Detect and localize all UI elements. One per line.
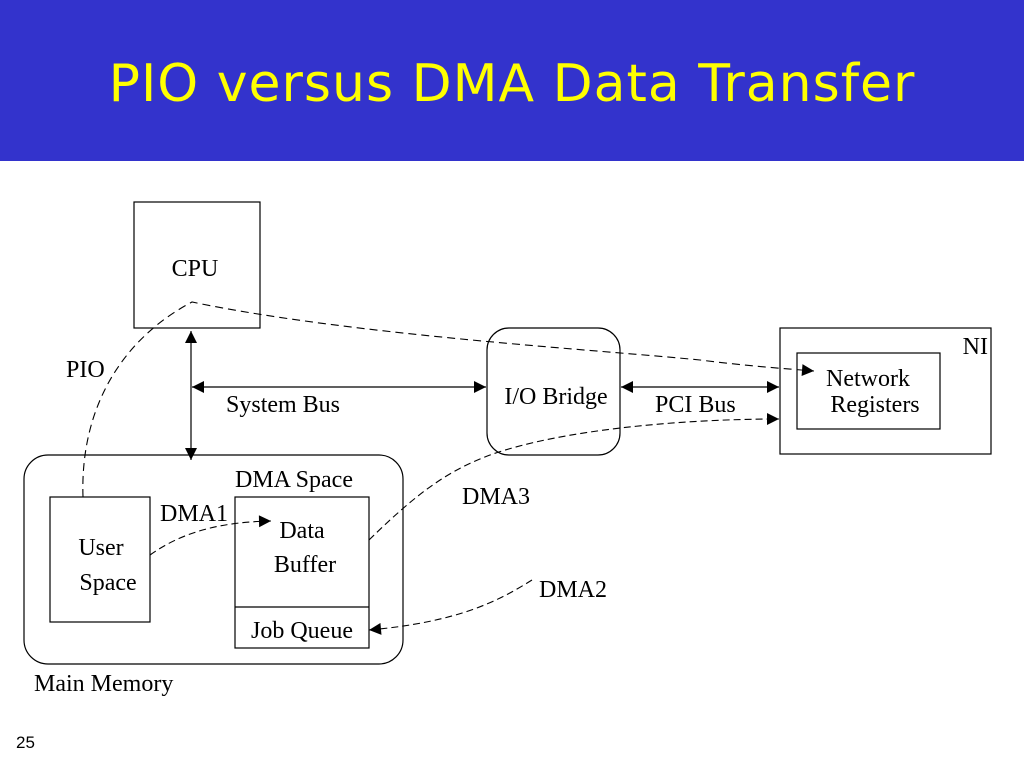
- user-space-line1: User: [78, 535, 123, 561]
- dma2-path: [368, 579, 533, 635]
- cpu-label: CPU: [172, 256, 219, 282]
- user-space-line2: Space: [79, 570, 136, 596]
- cpu-box: [133, 201, 261, 329]
- dma1-path: [149, 515, 272, 556]
- dma-space-box: [234, 496, 370, 649]
- dma3-label: DMA3: [462, 484, 530, 510]
- main-memory-label: Main Memory: [34, 671, 173, 697]
- dma3-path: [368, 413, 780, 541]
- slide-title: PIO versus DMA Data Transfer: [108, 54, 916, 114]
- data-buffer-line2: Buffer: [274, 552, 336, 578]
- system-bus-label: System Bus: [226, 392, 340, 418]
- ni-label: NI: [963, 334, 988, 360]
- slide-number: 25: [16, 733, 35, 752]
- user-space-box: [49, 496, 151, 623]
- main-memory-box: [23, 454, 404, 665]
- ni-box: [779, 327, 992, 455]
- network-registers-line1: Network: [826, 366, 910, 392]
- data-buffer-line1: Data: [279, 518, 325, 544]
- network-registers-line2: Registers: [830, 392, 919, 418]
- pio-label: PIO: [66, 357, 105, 383]
- dma-space-label: DMA Space: [235, 467, 353, 493]
- io-bridge-box: [486, 327, 621, 456]
- pci-bus-label: PCI Bus: [655, 392, 736, 418]
- network-registers-box: [796, 352, 941, 430]
- io-bridge-label: I/O Bridge: [504, 384, 607, 410]
- title-bar: [0, 0, 1024, 161]
- dma1-label: DMA1: [160, 501, 228, 527]
- dma2-label: DMA2: [539, 577, 607, 603]
- job-queue-label: Job Queue: [251, 618, 353, 644]
